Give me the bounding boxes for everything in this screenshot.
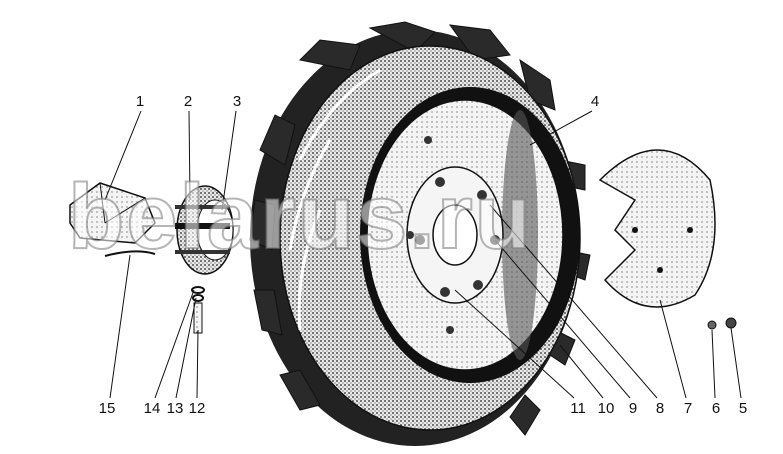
leader-lines [104, 110, 742, 399]
label-4: 4 [590, 93, 600, 110]
label-6: 6 [711, 400, 721, 417]
label-8: 8 [655, 400, 665, 417]
watermark: belarus.ru [67, 165, 533, 269]
label-9: 9 [628, 400, 638, 417]
label-11: 11 [570, 400, 586, 417]
label-12: 12 [188, 400, 206, 417]
part-1-weight [69, 182, 156, 244]
label-13: 13 [166, 400, 184, 417]
rim [360, 87, 580, 383]
part-12-14-bolt [191, 286, 205, 334]
part-6-washer [707, 320, 717, 330]
label-5: 5 [738, 400, 748, 417]
label-10: 10 [597, 400, 615, 417]
part-7-disk [598, 149, 716, 308]
label-7: 7 [683, 400, 693, 417]
label-14: 14 [143, 400, 161, 417]
part-15-pin [104, 250, 156, 257]
label-2: 2 [183, 93, 193, 110]
label-3: 3 [232, 93, 242, 110]
label-1: 1 [135, 93, 145, 110]
label-15: 15 [98, 400, 116, 417]
part-2-3-hub [175, 185, 234, 275]
part-5-nut [725, 317, 737, 329]
